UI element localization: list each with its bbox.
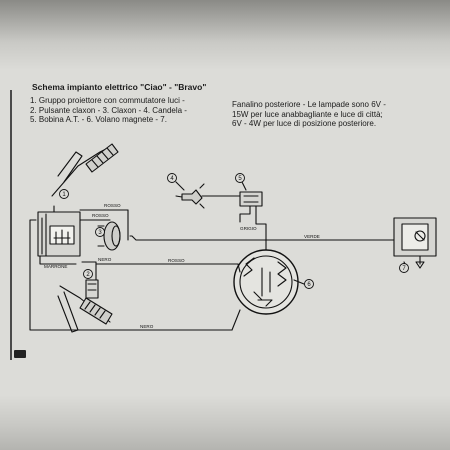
callout-number-4: 4 xyxy=(170,176,174,182)
bulb-wiring-left xyxy=(41,213,47,257)
tail-light-bulb xyxy=(414,230,426,242)
page-corner-mark xyxy=(14,350,26,358)
grip-ribs-lower xyxy=(84,301,106,319)
legend-right-line: 6V - 4W per luce di posizione posteriore… xyxy=(232,119,377,129)
callout-leader-5 xyxy=(241,181,247,191)
callout-leader-4 xyxy=(175,181,185,191)
bottom-shadow xyxy=(0,395,450,450)
callout-number-5: 5 xyxy=(238,176,242,182)
magneto-coils xyxy=(243,257,287,301)
spark-plug xyxy=(181,189,203,205)
wire-label-rosso: ROSSO xyxy=(168,258,185,263)
callout-circle-4 xyxy=(167,173,177,183)
grip-ribs-upper xyxy=(91,147,114,168)
magneto-flywheel xyxy=(233,249,299,315)
callout-circle-6 xyxy=(304,279,314,289)
wire-magneto-out xyxy=(231,245,267,331)
handlebar-grip-lower xyxy=(79,297,113,325)
legend-right-line: Fanalino posteriore - Le lampade sono 6V… xyxy=(232,100,386,109)
ht-coil-detail xyxy=(243,195,259,203)
callout-circle-3 xyxy=(95,227,105,237)
wire-coil-down xyxy=(239,205,267,247)
ht-coil xyxy=(239,191,263,207)
callout-circle-7 xyxy=(399,263,409,273)
switch-contacts xyxy=(53,229,71,245)
wire-label-rosso: ROSSO xyxy=(92,213,109,218)
wire-rosso-top xyxy=(53,205,129,213)
page-edge-line xyxy=(10,90,12,360)
top-shadow xyxy=(0,0,450,70)
spark-plug-tip xyxy=(175,195,183,198)
brake-lever-upper xyxy=(57,151,83,183)
wire-ground-frame xyxy=(29,219,101,331)
diagram-title: Schema impianto elettrico "Ciao" - "Brav… xyxy=(32,82,207,92)
wire-label-grigio: GRIGIO xyxy=(240,226,257,231)
callout-number-6: 6 xyxy=(307,282,311,288)
wire-label-nero: NERO xyxy=(140,324,154,329)
tail-light-filament xyxy=(415,231,425,241)
wire-label-rosso: ROSSO xyxy=(104,203,121,208)
horn-face xyxy=(111,225,121,247)
tail-light-ground xyxy=(415,255,425,269)
legend-left-line: 2. Pulsante claxon - 3. Claxon - 4. Cand… xyxy=(30,105,187,115)
wire-label-nero: NERO xyxy=(98,257,112,262)
callout-circle-2 xyxy=(83,269,93,279)
wire-marrone xyxy=(39,255,77,265)
wire-label-marrone: MARRONE xyxy=(44,264,67,269)
wire-label-verde: VERDE xyxy=(304,234,320,239)
legend-right: Fanalino posteriore - Le lampade sono 6V… xyxy=(232,100,386,129)
horn-bracket xyxy=(97,225,105,247)
callout-number-3: 3 xyxy=(98,230,102,236)
callout-leader-6 xyxy=(293,279,305,285)
callout-number-1: 1 xyxy=(62,192,66,198)
legend-left-line: 5. Bobina A.T. - 6. Volano magnete - 7. xyxy=(30,115,167,125)
spark-rays xyxy=(199,183,209,209)
callout-circle-1 xyxy=(59,189,69,199)
horn-button xyxy=(85,279,99,299)
tail-light-lens xyxy=(401,223,429,251)
callout-circle-5 xyxy=(235,173,245,183)
callout-number-2: 2 xyxy=(86,272,90,278)
wire-nero-left xyxy=(81,261,97,281)
legend-left: 1. Gruppo proiettore con commutatore luc… xyxy=(30,96,187,125)
legend-right-line: 15W per luce anabbagliante e luce di cit… xyxy=(232,109,383,119)
horn-button-lines xyxy=(87,283,97,291)
magneto-points xyxy=(257,267,273,307)
brake-lever-lower xyxy=(57,291,79,333)
magneto-inner xyxy=(239,255,293,309)
legend-left-line: 1. Gruppo proiettore con commutatore luc… xyxy=(30,96,185,105)
wire-verde xyxy=(129,235,421,241)
callout-number-7: 7 xyxy=(402,266,406,272)
